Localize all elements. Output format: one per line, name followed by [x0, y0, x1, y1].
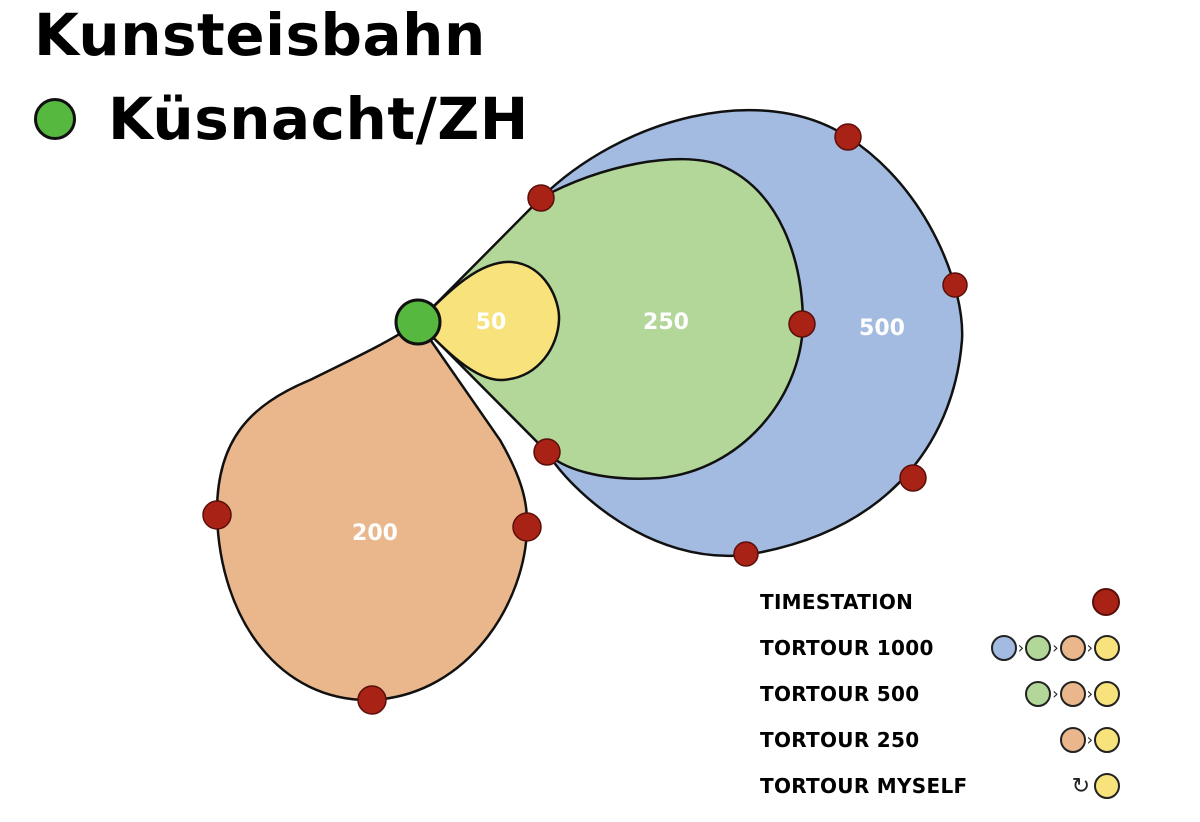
timestation-marker[interactable]	[834, 123, 862, 151]
legend-row-tortour-myself: TORTOUR MYSELF ↻	[760, 768, 1120, 804]
timestation-marker[interactable]	[942, 272, 968, 298]
start-point-marker[interactable]	[394, 298, 442, 346]
legend-icons	[1092, 584, 1120, 620]
route-500-label: 500	[859, 316, 905, 341]
location-name: Küsnacht/ZH	[108, 85, 529, 153]
chevron-right-icon: ›	[1086, 638, 1093, 657]
route-200-swatch-icon	[1059, 635, 1086, 661]
page-title: Kunsteisbahn	[34, 1, 486, 69]
route-200-swatch-icon	[1059, 727, 1086, 753]
repeat-arrow-icon: ↻	[1071, 773, 1090, 799]
timestation-marker[interactable]	[733, 541, 759, 567]
legend-label: TORTOUR 500	[760, 682, 920, 706]
legend-label: TORTOUR 250	[760, 728, 920, 752]
chevron-right-icon: ›	[1086, 730, 1093, 749]
route-250-label: 250	[643, 310, 689, 335]
legend-label: TIMESTATION	[760, 590, 914, 614]
timestation-marker[interactable]	[527, 184, 555, 212]
route-50-swatch-icon	[1094, 635, 1120, 661]
legend-icons: ›	[1059, 722, 1120, 758]
legend-label: TORTOUR MYSELF	[760, 774, 968, 798]
chevron-right-icon: ›	[1086, 684, 1093, 703]
chevron-right-icon: ›	[1017, 638, 1025, 657]
timestation-marker[interactable]	[788, 310, 816, 338]
route-200-label: 200	[352, 521, 398, 546]
legend-row-tortour-500: TORTOUR 500 ››	[760, 676, 1120, 712]
legend-icons: ↻	[1072, 768, 1120, 804]
route-50-swatch-icon	[1094, 727, 1120, 753]
route-50-swatch-icon	[1094, 773, 1120, 799]
legend-icons: › › ›	[990, 630, 1120, 666]
route-250-swatch-icon	[1025, 635, 1052, 661]
route-500-swatch-icon	[990, 635, 1017, 661]
start-point-icon	[34, 98, 76, 140]
timestation-icon	[1092, 588, 1120, 616]
route-50-loop[interactable]	[416, 260, 561, 382]
timestation-marker[interactable]	[357, 685, 387, 715]
timestation-marker[interactable]	[899, 464, 927, 492]
timestation-marker[interactable]	[202, 500, 232, 530]
legend-row-timestation: TIMESTATION	[760, 584, 1120, 620]
legend-label: TORTOUR 1000	[760, 636, 934, 660]
route-200-swatch-icon	[1059, 681, 1086, 707]
legend-row-tortour-1000: TORTOUR 1000 › › ›	[760, 630, 1120, 666]
legend-row-tortour-250: TORTOUR 250 ›	[760, 722, 1120, 758]
location-title: Küsnacht/ZH	[34, 90, 529, 148]
chevron-right-icon: ›	[1052, 638, 1059, 657]
timestation-marker[interactable]	[533, 438, 561, 466]
timestation-marker[interactable]	[512, 512, 542, 542]
route-50-label: 50	[476, 310, 507, 335]
route-250-swatch-icon	[1025, 681, 1052, 707]
route-50-swatch-icon	[1094, 681, 1120, 707]
chevron-right-icon: ›	[1052, 684, 1059, 703]
legend-icons: ››	[1025, 676, 1120, 712]
